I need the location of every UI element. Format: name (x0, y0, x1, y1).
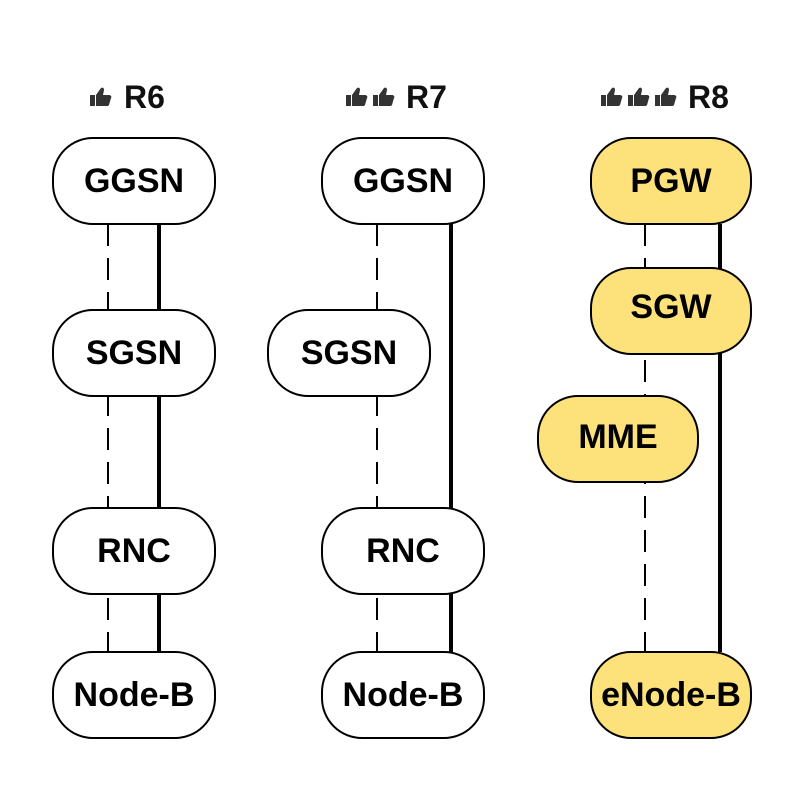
node-rnc: RNC (52, 507, 216, 595)
release-label: R7 (406, 79, 447, 115)
thumbs-up-icon (655, 87, 677, 106)
node-rnc: RNC (321, 507, 485, 595)
node-ggsn: GGSN (52, 137, 216, 225)
node-enodeb: eNode-B (590, 651, 752, 739)
release-header-r6: R6 (90, 79, 165, 115)
column-r8: R8 PGW SGW MME eNode-B (537, 79, 752, 739)
node-sgsn: SGSN (52, 309, 216, 397)
node-label: GGSN (353, 162, 453, 200)
node-sgsn: SGSN (267, 309, 431, 397)
node-nodeb: Node-B (52, 651, 216, 739)
node-ggsn: GGSN (321, 137, 485, 225)
node-label: Node-B (74, 676, 195, 714)
thumbs-up-icon (90, 87, 112, 106)
node-label: SGSN (301, 334, 397, 372)
node-label: SGSN (86, 334, 182, 372)
release-header-r7: R7 (346, 79, 447, 115)
node-label: Node-B (343, 676, 464, 714)
column-r7: R7 GGSN SGSN RNC Node-B (267, 79, 485, 739)
node-mme: MME (537, 395, 699, 483)
thumbs-up-icon (373, 87, 395, 106)
node-pgw: PGW (590, 137, 752, 225)
thumbs-up-icon (346, 87, 368, 106)
node-label: RNC (366, 532, 440, 570)
column-r6: R6 GGSN SGSN RNC Node-B (52, 79, 216, 739)
node-label: GGSN (84, 162, 184, 200)
node-label: MME (578, 418, 657, 456)
release-header-r8: R8 (601, 79, 729, 115)
node-label: SGW (630, 288, 712, 326)
node-label: RNC (97, 532, 171, 570)
node-label: eNode-B (601, 676, 741, 714)
node-label: PGW (630, 162, 712, 200)
thumbs-up-icon (628, 87, 650, 106)
node-sgw: SGW (590, 267, 752, 355)
node-nodeb: Node-B (321, 651, 485, 739)
thumbs-up-icon (601, 87, 623, 106)
release-label: R8 (688, 79, 729, 115)
release-label: R6 (124, 79, 165, 115)
